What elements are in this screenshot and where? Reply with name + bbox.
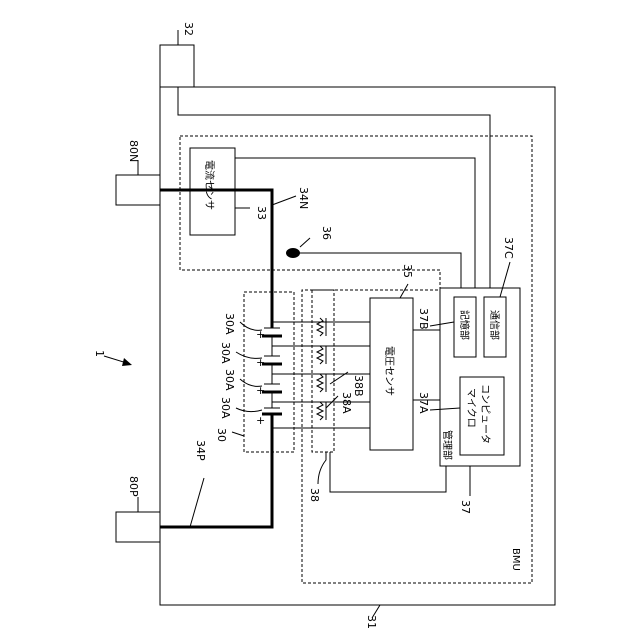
terminal-32-box [160,45,194,87]
resistor [317,374,323,392]
leader-30 [232,432,244,436]
microcomputer-label-1: マイクロ [465,388,477,428]
ref-33-label: 33 [255,206,268,220]
leader-30a [236,408,262,412]
management-unit-label: 管理部 [441,430,454,460]
resistor [317,318,323,336]
resistor [317,346,323,364]
bmu-label: BMU [510,548,521,571]
ref-80p-label: 80P [127,476,140,497]
ref-30-label: 30 [215,428,228,442]
terminal-80p-box [116,512,160,542]
ref-37-label: 37 [459,500,472,514]
comm-unit-label: 通信部 [488,310,501,340]
leader-38 [318,452,326,484]
microcomputer-label-2: コンピュータ [479,384,491,444]
leader-34n [272,196,296,205]
terminal-80n-box [116,175,160,205]
ref-37c-label: 37C [502,237,515,259]
ref-34n-label: 34N [297,187,310,209]
ref-30a-label: 30A [223,369,236,391]
ref-37a-label: 37A [417,392,430,414]
leader-36 [300,238,310,247]
ref-34p-label: 34P [194,440,207,461]
ref-38a-label: 38A [340,392,353,414]
voltage-sensor-label: 電圧センサ [383,346,395,396]
balancing-control-line [330,452,446,492]
arrow-1-head [122,358,132,366]
storage-unit-label: 記憶部 [458,310,471,340]
ref-37b-label: 37B [417,308,430,330]
leader-35 [400,284,408,298]
ref-30a-label: 30A [219,342,232,364]
ref-38-label: 38 [308,488,321,502]
ref-80n-label: 80N [127,140,140,162]
ref-36-label: 36 [320,226,333,240]
ref-30a-label: 30A [223,313,236,335]
leader-34p [190,478,204,527]
ref-35-label: 35 [401,264,414,278]
plus-sign: + [256,414,265,427]
ref-32-label: 32 [182,22,195,36]
current-sensor-label: 電流センサ [203,160,216,210]
ref-30a-label: 30A [219,397,232,419]
ref-31-label: 31 [365,615,378,629]
resistor [317,402,323,420]
